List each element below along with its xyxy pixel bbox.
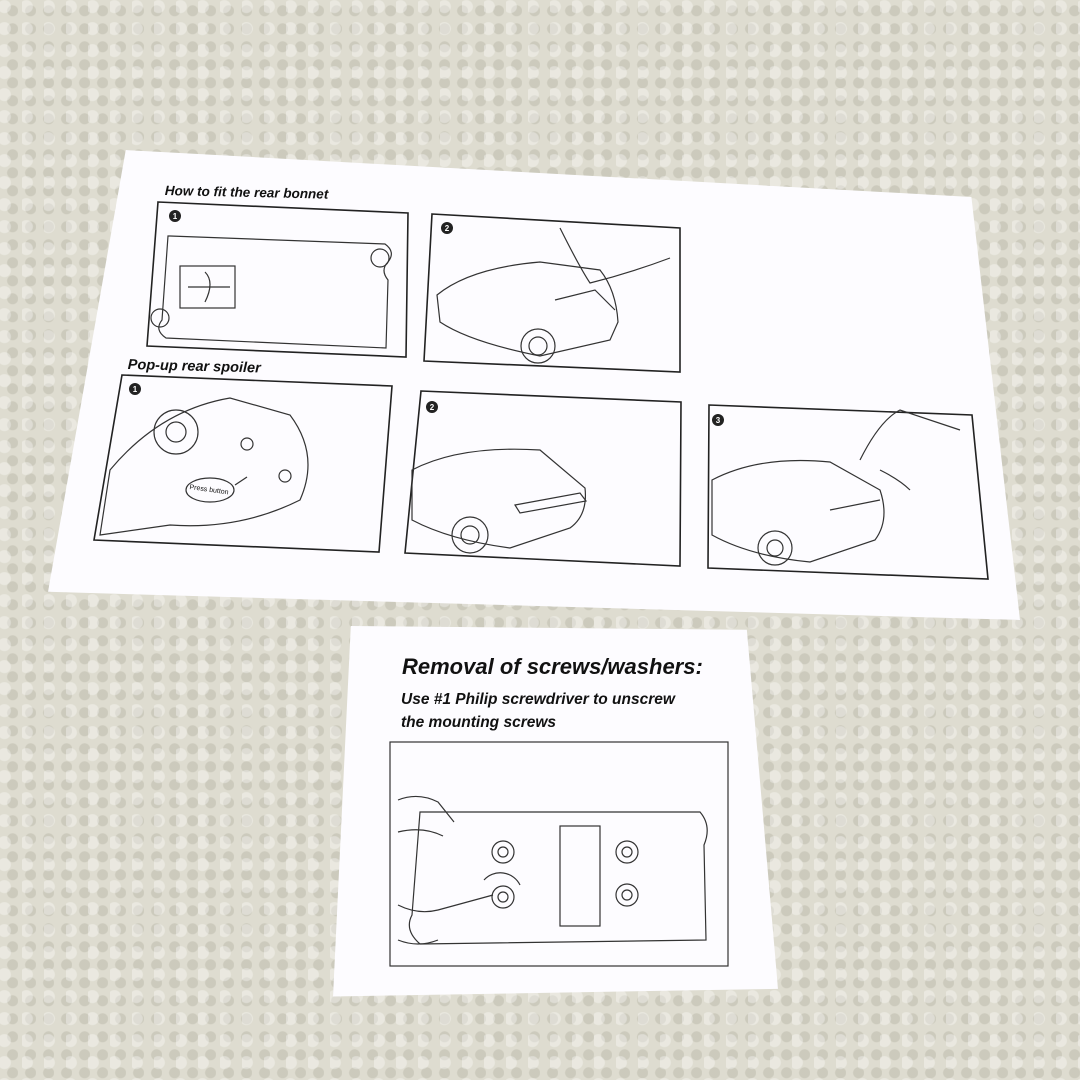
step-number-icon — [441, 222, 453, 234]
step-label: 2 — [445, 224, 450, 233]
instruction-sheet-bottom — [333, 626, 778, 997]
panel-spoiler-step2 — [404, 390, 682, 567]
panel-bonnet-step2 — [423, 213, 681, 373]
panel-bonnet-step1 — [146, 201, 409, 358]
instruction-sheet-top — [48, 150, 1020, 620]
step-number-icon — [169, 210, 181, 222]
step-label: 1 — [173, 212, 178, 221]
step-number-icon — [426, 401, 438, 413]
step-number-icon — [129, 383, 141, 395]
removal-instruction-line1: Use #1 Philip screwdriver to unscrew — [401, 691, 675, 708]
removal-instruction-line2: the mounting screws — [401, 714, 557, 731]
step-label: 2 — [430, 403, 435, 412]
step-label: 1 — [133, 385, 138, 394]
panel-spoiler-step1 — [93, 374, 393, 553]
removal-title: Removal of screws/washers: — [402, 654, 703, 679]
panel-spoiler-step3 — [707, 404, 989, 580]
rotate-arrow-icon — [483, 872, 521, 886]
step-label: 3 — [716, 416, 721, 425]
step-number-icon — [712, 414, 724, 426]
